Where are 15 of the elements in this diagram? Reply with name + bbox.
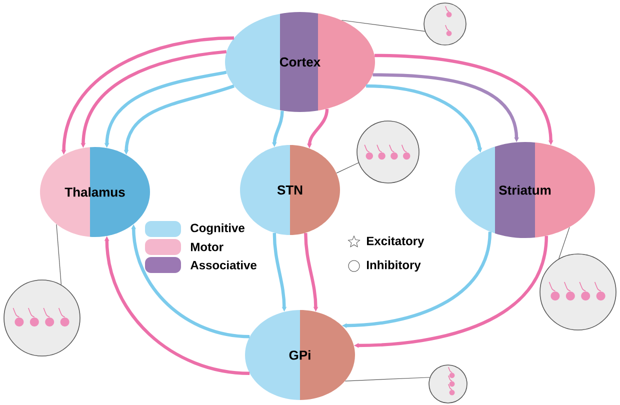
magnified-view xyxy=(428,364,468,404)
legend-label: Associative xyxy=(190,260,256,270)
legend-label: Excitatory xyxy=(367,236,424,248)
leader-line xyxy=(336,162,359,174)
magnified-view xyxy=(424,2,466,46)
legend-label: Cognitive xyxy=(190,223,244,235)
legend-label: Motor xyxy=(191,242,224,252)
magnified-view xyxy=(4,280,80,356)
leader-line xyxy=(341,20,426,32)
magnified-view xyxy=(540,254,616,330)
leader-line xyxy=(344,377,430,382)
leader-line xyxy=(56,224,62,286)
magnified-view xyxy=(356,120,420,184)
legend-label: Inhibitory xyxy=(367,260,421,272)
leader-line xyxy=(558,227,570,260)
